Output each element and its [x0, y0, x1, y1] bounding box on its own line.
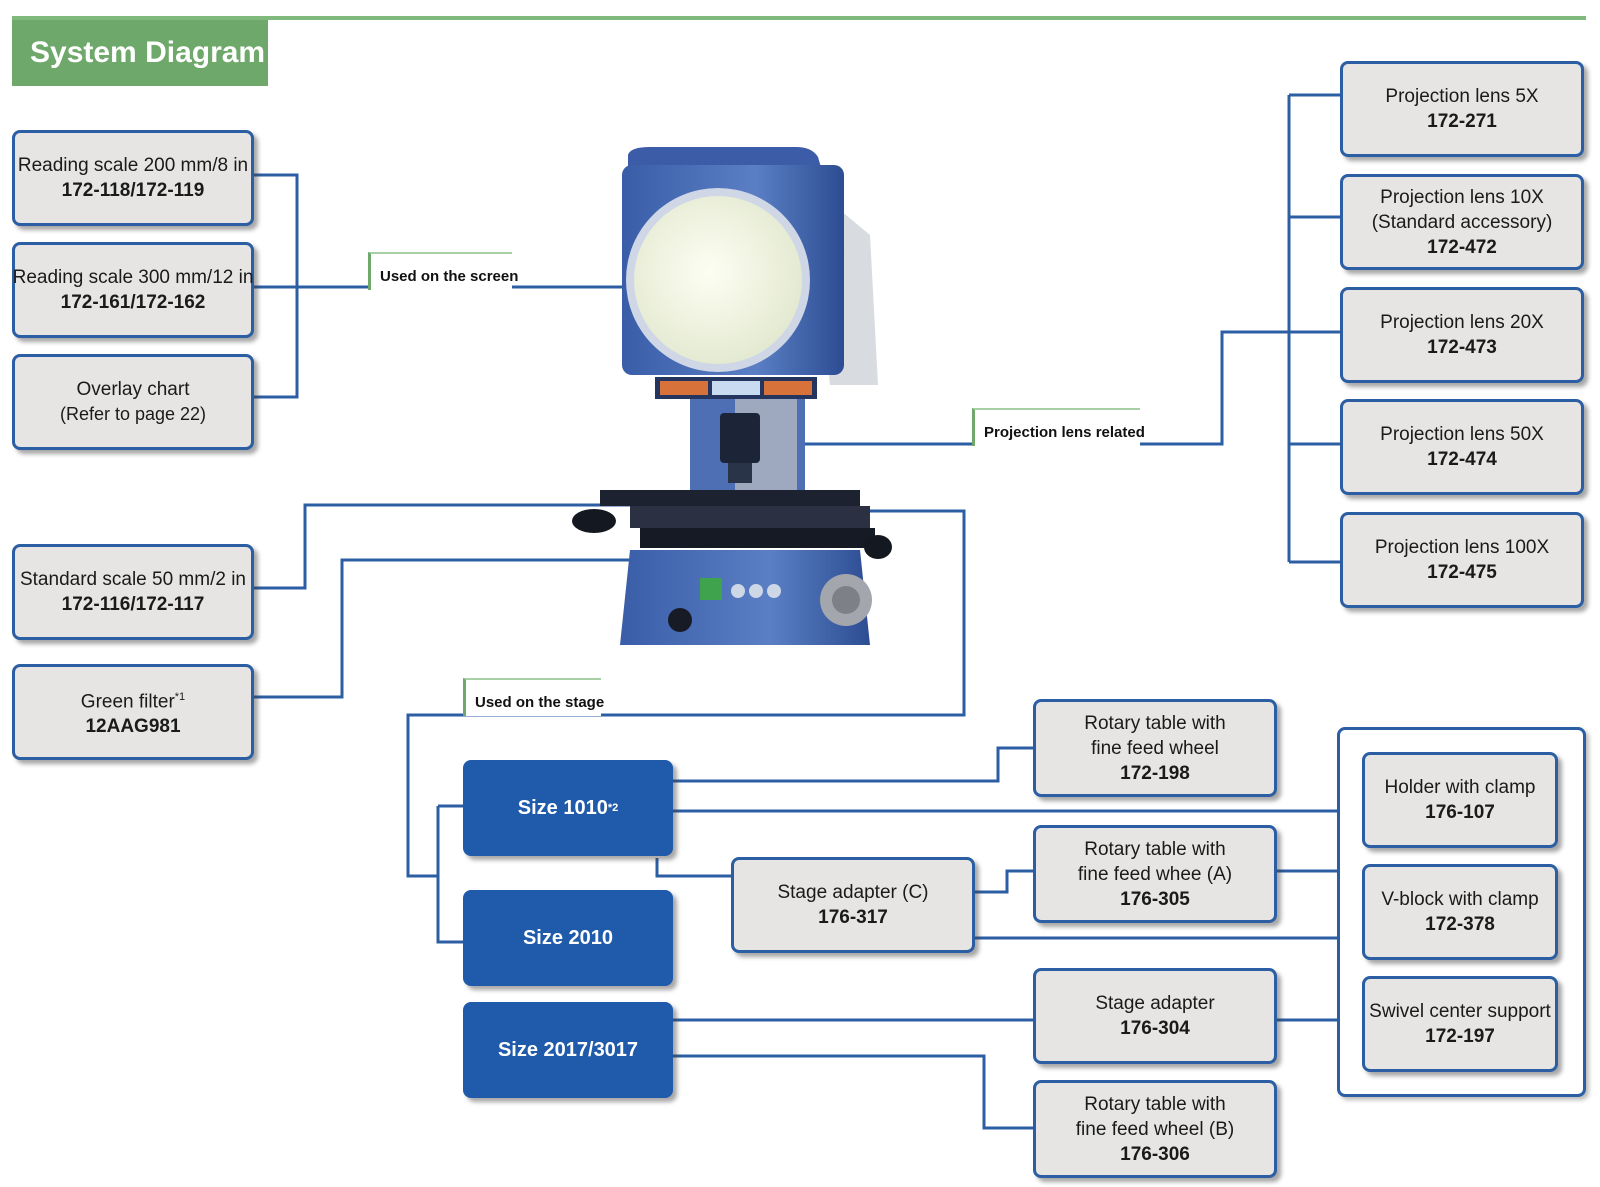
- size-2010-box: Size 2010: [463, 890, 673, 986]
- item-name: Projection lens 50X: [1380, 424, 1544, 445]
- item-name-line1: Rotary table with: [1084, 712, 1226, 734]
- item-code: 176-107: [1425, 802, 1495, 823]
- size-label: Size 2010: [522, 926, 614, 949]
- stage-adapter-c-box: Stage adapter (C) 176-317: [731, 857, 975, 953]
- reading-scale-300-box: Reading scale 300 mm/12 in 172-161/172-1…: [12, 242, 254, 338]
- holder-with-clamp-box: Holder with clamp 176-107: [1362, 752, 1558, 848]
- item-code: 172-378: [1425, 914, 1495, 935]
- item-code: 172-473: [1427, 337, 1497, 358]
- standard-scale-box: Standard scale 50 mm/2 in 172-116/172-11…: [12, 544, 254, 640]
- projection-lens-5x-box: Projection lens 5X 172-271: [1340, 61, 1584, 157]
- page-title: System Diagram: [12, 20, 268, 86]
- item-code: 172-116/172-117: [61, 594, 205, 615]
- tag-used-on-screen: Used on the screen: [368, 252, 518, 290]
- tag-used-on-stage: Used on the stage: [463, 678, 604, 716]
- item-code: 172-472: [1427, 236, 1497, 258]
- item-name-line2: fine feed whee (A): [1077, 863, 1233, 885]
- v-block-with-clamp-box: V-block with clamp 172-378: [1362, 864, 1558, 960]
- item-code: 176-305: [1120, 888, 1190, 910]
- item-name: Swivel center support: [1369, 1001, 1551, 1022]
- projection-lens-100x-box: Projection lens 100X 172-475: [1340, 512, 1584, 608]
- item-name: Standard scale 50 mm/2 in: [19, 569, 246, 590]
- item-code: 172-271: [1427, 111, 1497, 132]
- rotary-table-fine-feed-box: Rotary table with fine feed wheel 172-19…: [1033, 699, 1277, 797]
- item-code: 172-118/172-119: [61, 180, 205, 201]
- item-name: Reading scale 200 mm/8 in: [17, 155, 249, 176]
- size-label: Size 1010: [517, 796, 608, 819]
- item-name: Overlay chart: [76, 379, 190, 400]
- item-name: Green filter*1: [81, 685, 185, 714]
- item-name: V-block with clamp: [1381, 889, 1539, 910]
- item-code: 172-475: [1427, 562, 1497, 583]
- item-name: Projection lens 100X: [1374, 537, 1550, 558]
- item-code: 176-317: [818, 907, 888, 928]
- item-name-line2: fine feed wheel: [1091, 737, 1219, 759]
- item-code: 176-304: [1120, 1018, 1190, 1039]
- item-code: 172-197: [1425, 1026, 1495, 1047]
- projection-lens-50x-box: Projection lens 50X 172-474: [1340, 399, 1584, 495]
- footnote-mark: *1: [174, 690, 186, 703]
- rotary-table-a-box: Rotary table with fine feed whee (A) 176…: [1033, 825, 1277, 923]
- size-label: Size 2017/3017: [497, 1038, 639, 1061]
- swivel-center-support-box: Swivel center support 172-197: [1362, 976, 1558, 1072]
- item-code: 172-161/172-162: [60, 292, 206, 313]
- item-note: (Standard accessory): [1371, 211, 1553, 233]
- item-name: Projection lens 5X: [1385, 86, 1539, 107]
- size-1010-box: Size 1010*2: [463, 760, 673, 856]
- item-name-line1: Rotary table with: [1084, 838, 1226, 860]
- tag-projection-lens-related: Projection lens related: [972, 408, 1145, 446]
- item-code: 12AAG981: [85, 716, 181, 738]
- size-2017-3017-box: Size 2017/3017: [463, 1002, 673, 1098]
- item-name: Projection lens 10X: [1380, 186, 1544, 208]
- title-rule: [12, 16, 1586, 20]
- item-name: Reading scale 300 mm/12 in: [12, 267, 254, 288]
- overlay-chart-box: Overlay chart (Refer to page 22): [12, 354, 254, 450]
- item-code: 176-306: [1120, 1143, 1190, 1165]
- item-name: Stage adapter (C): [777, 882, 929, 903]
- footnote-mark: *2: [607, 802, 619, 814]
- projection-lens-10x-box: Projection lens 10X (Standard accessory)…: [1340, 174, 1584, 270]
- profile-projector-image: [572, 147, 892, 645]
- stage-adapter-box: Stage adapter 176-304: [1033, 968, 1277, 1064]
- projection-lens-20x-box: Projection lens 20X 172-473: [1340, 287, 1584, 383]
- item-name: Holder with clamp: [1384, 777, 1536, 798]
- item-name: Stage adapter: [1095, 993, 1215, 1014]
- item-name-line1: Rotary table with: [1084, 1093, 1226, 1115]
- item-name: Projection lens 20X: [1380, 312, 1544, 333]
- item-name-text: Green filter: [80, 691, 175, 713]
- green-filter-box: Green filter*1 12AAG981: [12, 664, 254, 760]
- item-code: 172-198: [1120, 762, 1190, 784]
- item-code: 172-474: [1427, 449, 1497, 470]
- rotary-table-b-box: Rotary table with fine feed wheel (B) 17…: [1033, 1080, 1277, 1178]
- item-name-line2: fine feed wheel (B): [1075, 1118, 1235, 1140]
- item-note: (Refer to page 22): [59, 404, 207, 424]
- reading-scale-200-box: Reading scale 200 mm/8 in 172-118/172-11…: [12, 130, 254, 226]
